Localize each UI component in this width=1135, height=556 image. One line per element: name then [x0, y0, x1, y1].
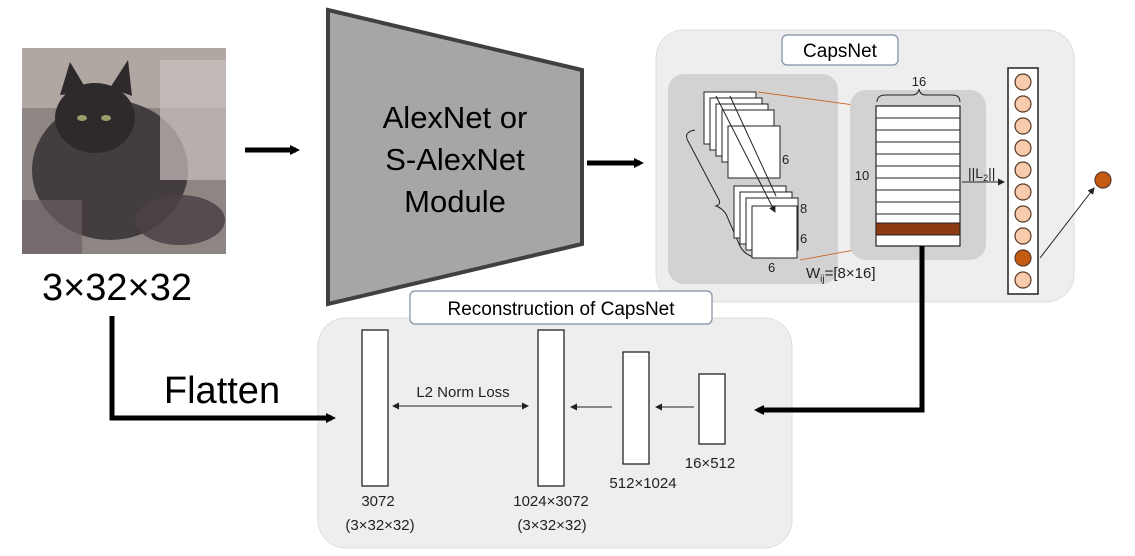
output-node: [1014, 271, 1032, 289]
layer-1024-sublabel: (3×32×32): [517, 517, 586, 534]
output-node: [1014, 205, 1032, 223]
selected-capsule-row: [875, 222, 961, 236]
digit-caps-matrix: [875, 105, 961, 247]
flatten-label: Flatten: [164, 370, 280, 412]
prediction-node: [1094, 171, 1112, 189]
capsule-vector-arrow: [715, 95, 776, 213]
reconstruction-title-box: [409, 290, 713, 325]
feature-map-brace: [686, 129, 759, 259]
norm-label: ||L2||: [968, 165, 995, 183]
layer-16x512: [698, 373, 726, 445]
matrix-width-brace: [876, 88, 961, 103]
layer-3072: [361, 329, 389, 487]
feature-map-stack-top: [703, 91, 781, 179]
l2-loss-label: L2 Norm Loss: [416, 384, 509, 401]
module-line-3: Module: [404, 184, 506, 219]
matrix-rows-label: 10: [855, 168, 869, 183]
output-node: [1014, 95, 1032, 113]
flatten-connector: [109, 316, 336, 423]
module-line-1: AlexNet or: [383, 100, 528, 135]
layer-3072-label: 3072: [361, 493, 394, 510]
fm-dim-c: 6: [800, 231, 807, 246]
layer-1024-label: 1024×3072: [513, 493, 589, 510]
layer-512x1024: [622, 351, 650, 465]
fm-dim-d: 6: [768, 260, 775, 275]
reconstruction-title: Reconstruction of CapsNet: [447, 299, 675, 320]
fm-dim-b: 8: [800, 201, 807, 216]
input-image: [22, 48, 226, 254]
output-node: [1014, 161, 1032, 179]
layer-16-label: 16×512: [685, 455, 735, 472]
output-node: [1014, 73, 1032, 91]
output-node: [1014, 117, 1032, 135]
input-dims-label: 3×32×32: [42, 267, 192, 309]
capsnet-title: CapsNet: [803, 41, 878, 62]
capsule-vector-line-2: [729, 95, 777, 197]
module-line-2: S-AlexNet: [385, 142, 525, 177]
output-node: [1014, 139, 1032, 157]
output-node: [1014, 183, 1032, 201]
feature-map-stack-bottom: [733, 185, 799, 259]
capsnet-to-reconstruction-connector: [754, 246, 925, 415]
output-node-active: [1014, 249, 1032, 267]
layer-1024x3072: [537, 329, 565, 487]
output-node: [1014, 227, 1032, 245]
layer-3072-sublabel: (3×32×32): [345, 517, 414, 534]
matrix-width-label: 16: [912, 74, 926, 89]
weight-label: Wij=[8×16]: [806, 265, 876, 285]
capsnet-title-box: [781, 34, 899, 66]
fm-dim-a: 6: [782, 152, 789, 167]
arrow-to-prediction: [1039, 187, 1095, 259]
output-nodes: [1014, 73, 1032, 289]
layer-512-label: 512×1024: [609, 475, 676, 492]
backbone-module-block: [326, 7, 584, 307]
